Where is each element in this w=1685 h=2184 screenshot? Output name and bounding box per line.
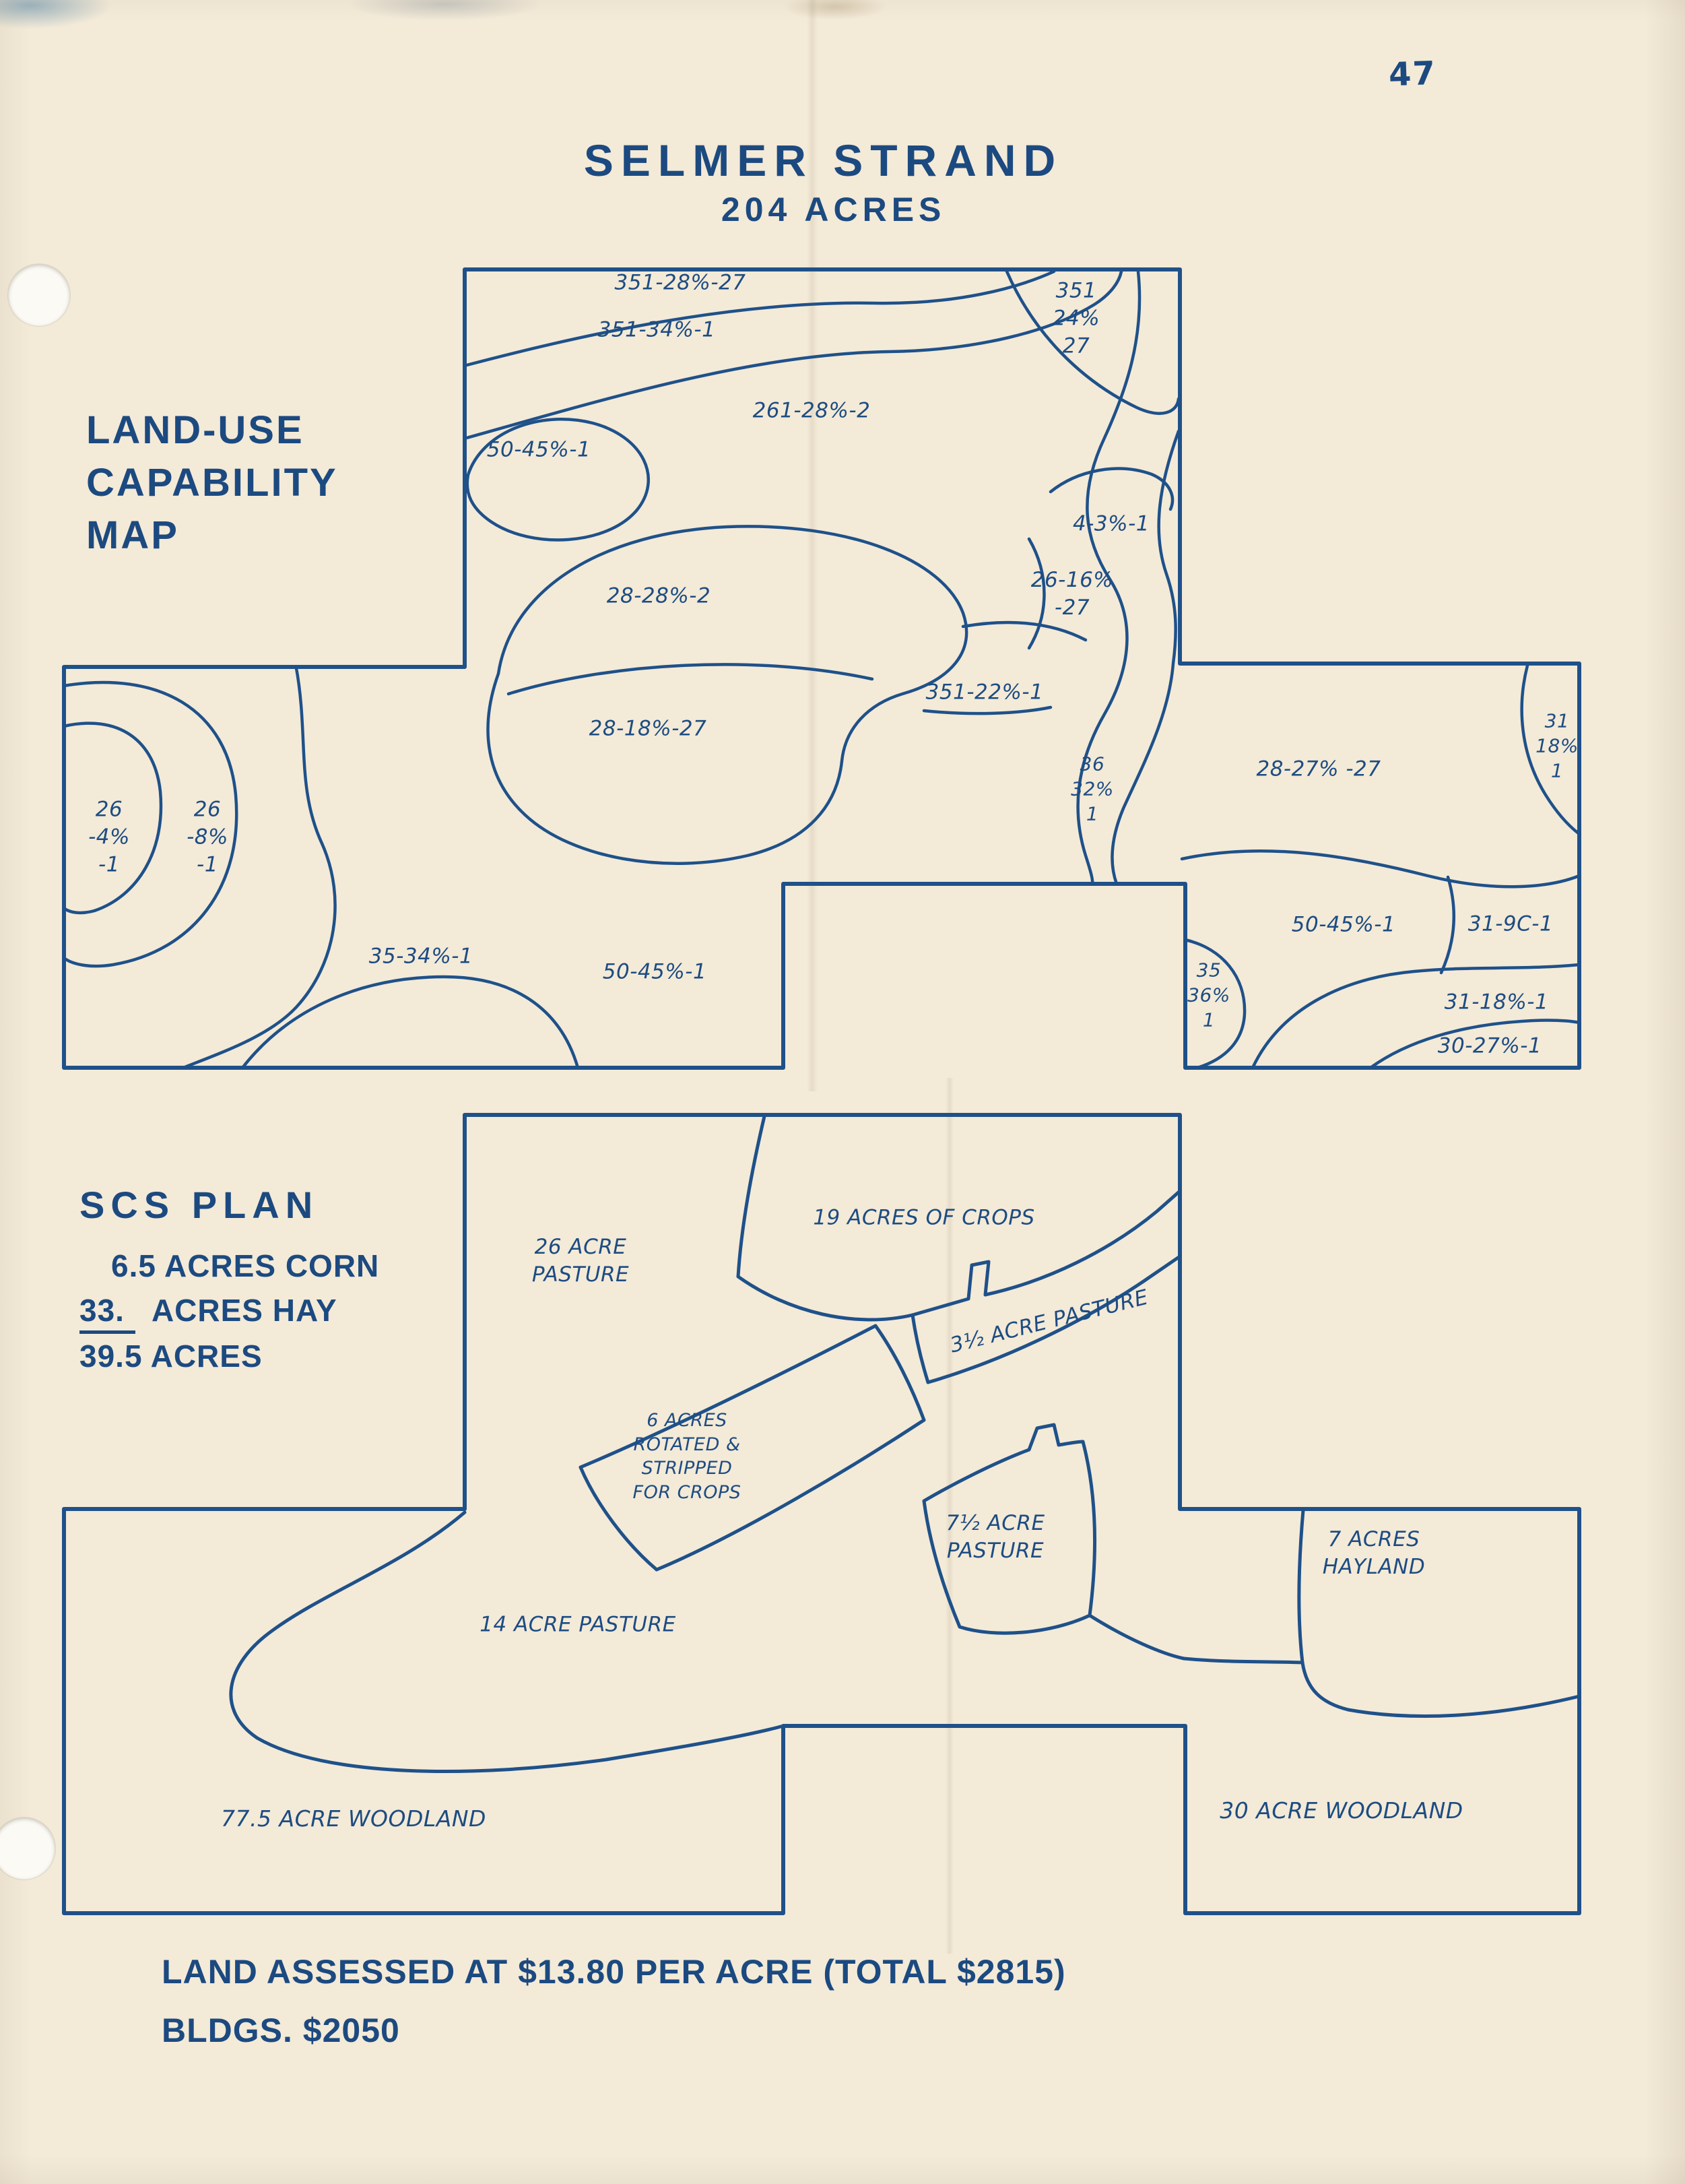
capability-label: 28-28%-2 [606, 583, 711, 608]
capability-map-boundary [62, 267, 1581, 1070]
capability-label: 351 24% 27 [1052, 278, 1100, 358]
scs-summary-hay-unit: ACRES HAY [151, 1293, 337, 1328]
scs-summary-total: 39.5 ACRES [79, 1339, 263, 1374]
capability-label: 351-34%-1 [597, 317, 716, 342]
capability-label: 26 -8% -1 [187, 797, 228, 877]
capability-label: 50-45%-1 [1291, 912, 1396, 937]
scs-region-label: 19 ACRES OF CROPS [813, 1205, 1035, 1230]
scs-summary-hay-acres: 33. [79, 1293, 135, 1334]
capability-label: 28-18%-27 [589, 716, 707, 741]
scs-region-label: 30 ACRE WOODLAND [1220, 1797, 1463, 1824]
scs-plan-heading: SCS PLAN [79, 1184, 319, 1226]
farm-name-title: SELMER STRAND [583, 135, 1063, 185]
capability-label: 28-27% -27 [1256, 757, 1381, 781]
scs-division-lines [229, 1114, 1581, 1773]
scs-region-label: 6 ACRES ROTATED & STRIPPED FOR CROPS [632, 1409, 741, 1503]
capability-contours [62, 269, 1581, 1070]
capability-label: 31-9C-1 [1467, 911, 1554, 936]
capability-label: 30-27%-1 [1437, 1033, 1542, 1058]
scs-region-label: 7 ACRES HAYLAND [1322, 1527, 1426, 1579]
scs-summary-corn: 6.5 ACRES CORN [111, 1248, 380, 1283]
capability-label: 35 36% 1 [1187, 959, 1230, 1031]
capability-label: 50-45%-1 [486, 437, 591, 462]
hole-punch [8, 264, 70, 326]
buildings-value-line: BLDGS. $2050 [162, 2012, 400, 2049]
capability-label: 26-16% -27 [1030, 568, 1114, 620]
scs-region-label: 26 ACRE PASTURE [531, 1235, 630, 1287]
capability-label: 31 18% 1 [1535, 709, 1579, 782]
capability-label: 35-34%-1 [368, 944, 473, 969]
scs-region-label: 14 ACRE PASTURE [480, 1612, 676, 1637]
scs-summary-hay: 33. ACRES HAY [79, 1292, 337, 1334]
assessment-line: LAND ASSESSED AT $13.80 PER ACRE (TOTAL … [162, 1953, 1066, 1991]
capability-label: 50-45%-1 [602, 959, 707, 984]
capability-label: 31-18%-1 [1444, 990, 1549, 1015]
scs-region-label: 77.5 ACRE WOODLAND [221, 1805, 486, 1832]
capability-label: 261-28%-2 [752, 398, 871, 423]
capability-label: 4-3%-1 [1073, 511, 1150, 536]
page-number: 47 [1388, 54, 1437, 94]
scs-region-label: 7½ ACRE PASTURE [946, 1511, 1045, 1563]
capability-map-heading: LAND-USE CAPABILITY MAP [86, 408, 338, 557]
hole-punch [0, 1818, 55, 1880]
scs-plan-boundary [62, 1113, 1581, 1915]
capability-label: 26 -4% -1 [88, 797, 130, 877]
capability-label: 351-22%-1 [925, 680, 1044, 705]
farm-acreage-subtitle: 204 ACRES [721, 191, 946, 228]
capability-label: 36 32% 1 [1071, 752, 1114, 825]
capability-label: 351-28%-27 [614, 270, 746, 295]
